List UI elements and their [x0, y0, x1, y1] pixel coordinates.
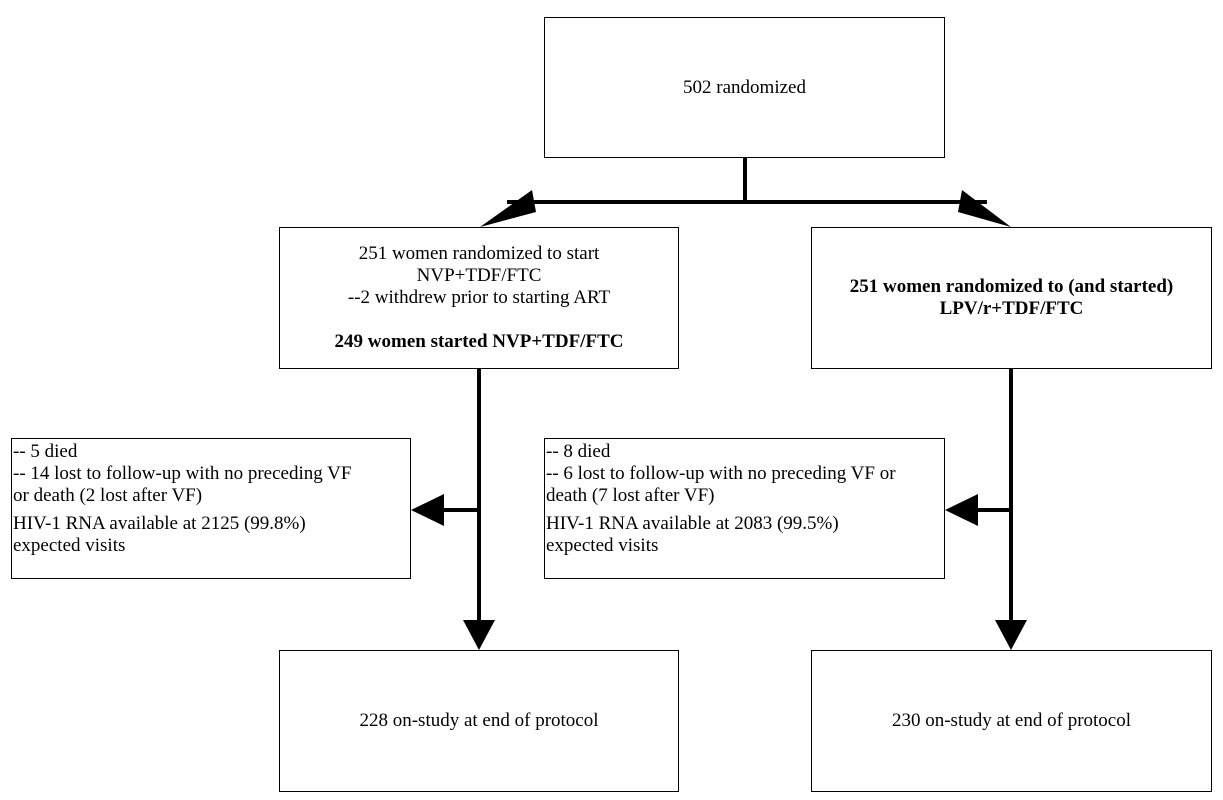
side-left-line3: or death (2 lost after VF)	[13, 485, 203, 506]
arm-right-box: 251 women randomized to (and started) LP…	[811, 227, 1212, 369]
arm-left-line4: 249 women started NVP+TDF/FTC	[334, 331, 624, 352]
arrowhead-to-left-arm	[480, 190, 536, 227]
arm-left-line3: --2 withdrew prior to starting ART	[347, 287, 611, 308]
arrowhead-to-left-side	[411, 494, 444, 526]
end-left-label: 228 on-study at end of protocol	[359, 710, 599, 731]
randomized-box: 502 randomized	[544, 17, 945, 158]
side-left-line4: HIV-1 RNA available at 2125 (99.8%)	[13, 513, 306, 534]
side-right-box: -- 8 died -- 6 lost to follow-up with no…	[544, 438, 945, 579]
arm-left-line1: 251 women randomized to start	[358, 243, 600, 264]
arm-right-line1: 251 women randomized to (and started)	[849, 276, 1174, 297]
end-right-box: 230 on-study at end of protocol	[811, 650, 1212, 792]
side-left-line5: expected visits	[13, 535, 126, 556]
side-left-box: -- 5 died -- 14 lost to follow-up with n…	[11, 438, 411, 579]
arm-right-line2: LPV/r+TDF/FTC	[939, 298, 1084, 319]
side-right-line5: expected visits	[546, 535, 659, 556]
side-left-line2: -- 14 lost to follow-up with no precedin…	[13, 463, 352, 484]
side-left-line1: -- 5 died	[13, 441, 78, 462]
end-right-label: 230 on-study at end of protocol	[891, 710, 1132, 731]
end-left-box: 228 on-study at end of protocol	[279, 650, 679, 792]
arrowhead-to-right-end	[995, 620, 1027, 650]
arm-left-line2: NVP+TDF/FTC	[416, 265, 542, 286]
side-right-line2: -- 6 lost to follow-up with no preceding…	[546, 463, 896, 484]
arrowhead-to-right-arm	[958, 190, 1011, 227]
side-right-line1: -- 8 died	[546, 441, 611, 462]
arrowhead-to-right-side	[945, 494, 978, 526]
side-right-line3: death (7 lost after VF)	[546, 485, 715, 506]
randomized-label: 502 randomized	[683, 76, 806, 98]
arm-left-box: 251 women randomized to start NVP+TDF/FT…	[279, 227, 679, 369]
arrowhead-to-left-end	[463, 620, 495, 650]
side-right-line4: HIV-1 RNA available at 2083 (99.5%)	[546, 513, 839, 534]
